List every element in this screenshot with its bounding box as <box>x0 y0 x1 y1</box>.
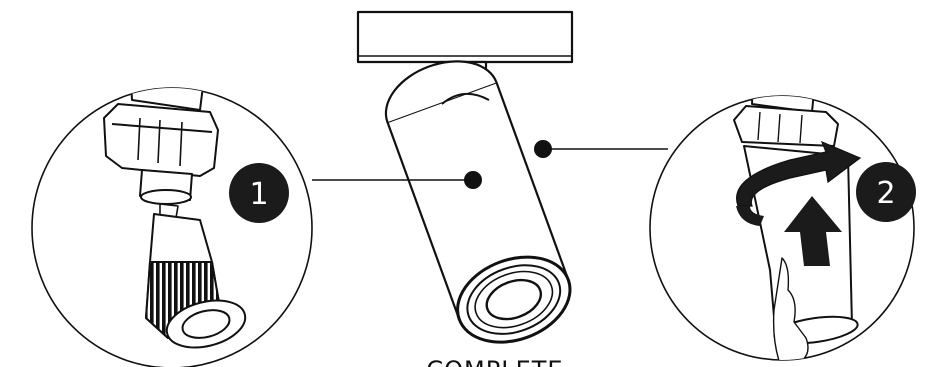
detail-circle-step-1: 1 <box>32 60 312 367</box>
step-2-number: 2 <box>876 176 895 211</box>
track-adapter <box>358 12 572 62</box>
step-1-number: 1 <box>249 177 268 212</box>
detail-circle-step-2: 2 <box>650 60 916 364</box>
lamp-socket <box>104 104 218 176</box>
cylinder-body <box>374 47 582 357</box>
complete-caption: COMPLETE <box>426 356 563 367</box>
lamp-socket-right <box>734 106 838 146</box>
